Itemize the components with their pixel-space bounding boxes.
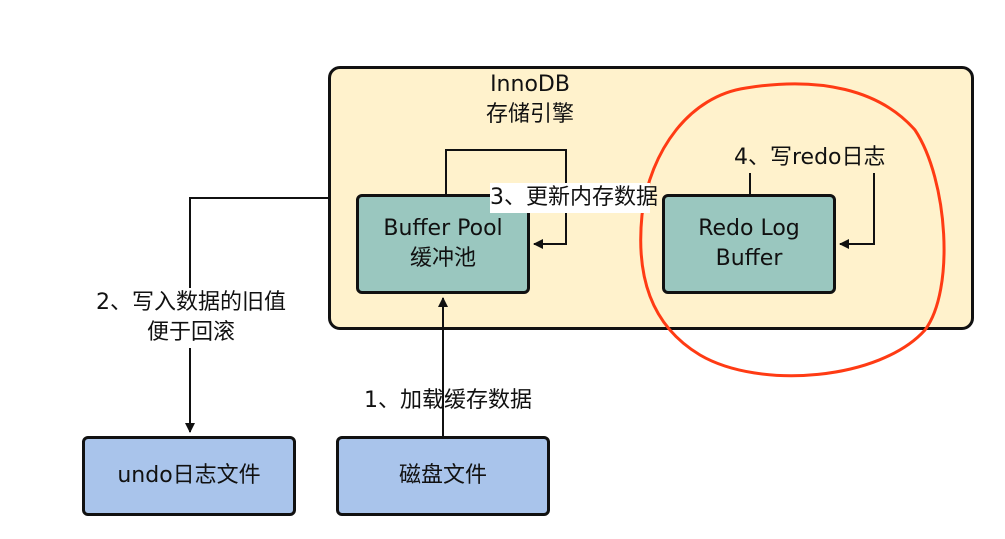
redo-highlight-circle bbox=[639, 82, 946, 378]
step3-label: 3、更新内存数据 bbox=[490, 183, 658, 213]
buffer-pool-line2: 缓冲池 bbox=[409, 246, 476, 271]
undo-log-file-box: undo日志文件 bbox=[82, 436, 296, 516]
redo-log-buffer-line2: Buffer bbox=[715, 246, 783, 271]
step1-label: 1、加载缓存数据 bbox=[364, 388, 532, 413]
engine-title-line1: InnoDB bbox=[490, 72, 570, 97]
buffer-pool-line1: Buffer Pool bbox=[383, 216, 503, 241]
step2-label-line2: 便于回滚 bbox=[146, 320, 235, 345]
step2-label: 2、写入数据的旧值 便于回滚 bbox=[96, 288, 286, 348]
arrow-write-old-value bbox=[185, 197, 328, 433]
arrow-write-redo-log bbox=[749, 169, 875, 249]
arrow-update-memory-data bbox=[445, 149, 567, 249]
engine-title-line2: 存储引擎 bbox=[485, 102, 574, 127]
redo-log-buffer-line1: Redo Log bbox=[698, 216, 800, 241]
undo-log-file-label: undo日志文件 bbox=[117, 463, 261, 488]
disk-file-box: 磁盘文件 bbox=[336, 436, 550, 516]
redo-log-buffer-box: Redo Log Buffer bbox=[662, 194, 836, 294]
engine-title: InnoDB 存储引擎 bbox=[470, 70, 590, 130]
step4-label: 4、写redo日志 bbox=[734, 143, 886, 173]
step2-label-line1: 2、写入数据的旧值 bbox=[96, 290, 286, 315]
disk-file-label: 磁盘文件 bbox=[398, 463, 487, 488]
